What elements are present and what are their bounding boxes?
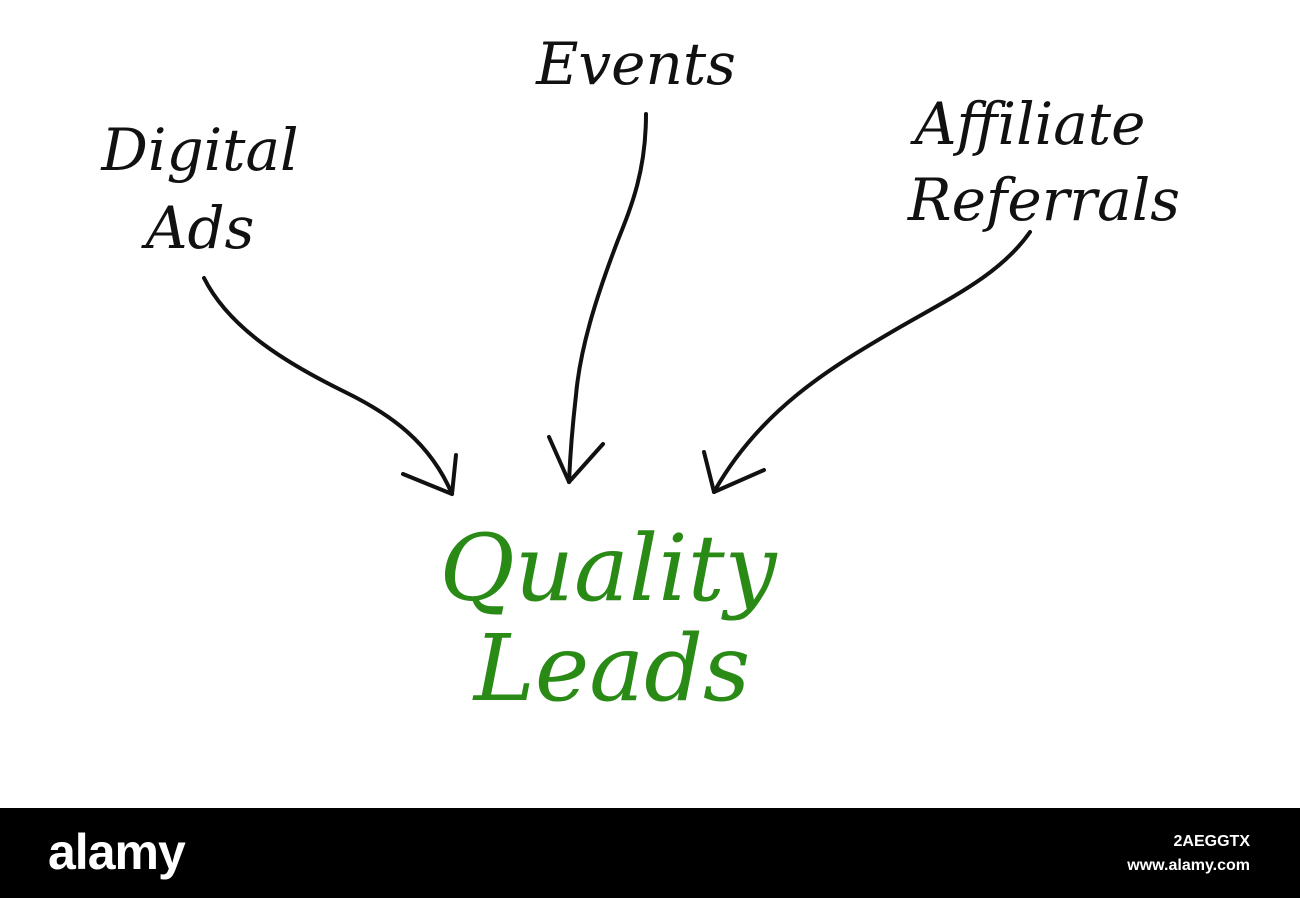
source-digital-ads-line-2: Ads xyxy=(141,194,255,262)
site-url-label: www.alamy.com xyxy=(1127,857,1250,874)
arrow-digital-ads-head xyxy=(401,453,458,496)
target-quality-leads-line-1: Quality xyxy=(439,515,777,622)
source-affiliate-referrals-line-1: Affiliate xyxy=(910,90,1146,158)
arrow-digital-ads xyxy=(202,276,458,496)
watermark-bar: alamy 2AEGGTX www.alamy.com xyxy=(0,808,1300,898)
target-quality-leads-line-2: Leads xyxy=(472,615,751,722)
arrow-affiliate-referrals-shaft xyxy=(712,230,1032,494)
arrow-affiliate-referrals xyxy=(702,230,1032,494)
arrow-events xyxy=(547,112,648,484)
arrow-events-head xyxy=(547,435,605,484)
source-events: Events xyxy=(535,30,736,98)
source-digital-ads-line-1: Digital xyxy=(100,116,298,184)
source-affiliate-referrals-line-2: Referrals xyxy=(907,166,1180,234)
image-id-label: 2AEGGTX xyxy=(1173,833,1250,850)
watermark-meta: 2AEGGTX www.alamy.com xyxy=(1127,830,1250,878)
arrow-affiliate-referrals-head xyxy=(702,450,766,494)
arrow-events-shaft xyxy=(567,112,648,484)
lead-sources-diagram: Digital Ads Events Affiliate Referrals Q… xyxy=(100,30,1180,722)
arrow-digital-ads-shaft xyxy=(202,276,454,496)
alamy-logo: alamy xyxy=(48,824,186,880)
